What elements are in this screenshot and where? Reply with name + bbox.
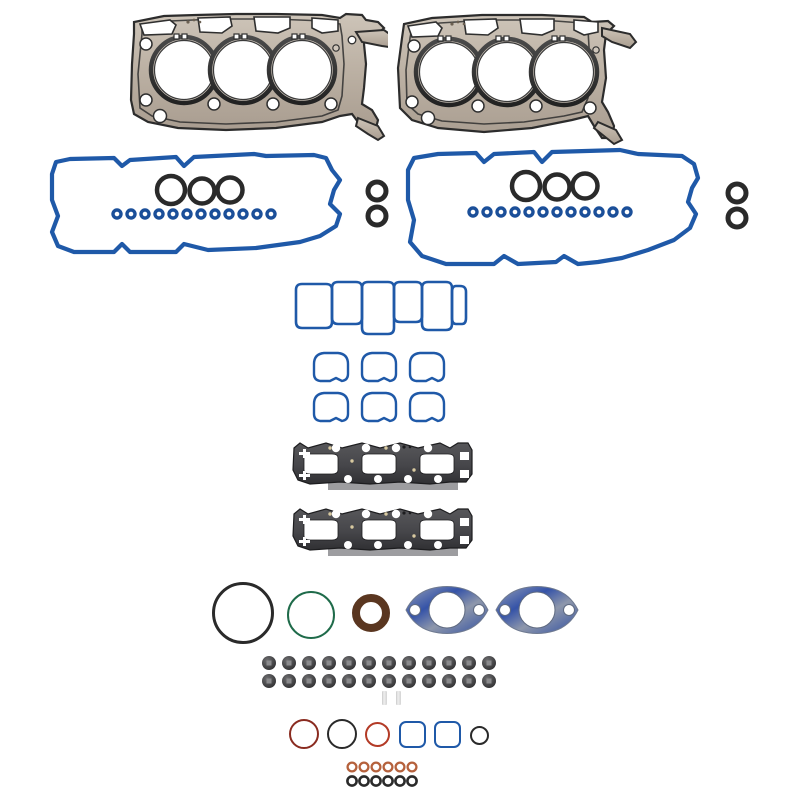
upper-intake-manifold-gasket [290, 278, 468, 336]
blue-square-section-seal-2 [434, 721, 461, 748]
locator-dowel-pin-1 [382, 691, 387, 705]
lower-intake-port-gaskets-row1 [310, 350, 446, 386]
locator-dowel-pin-2 [396, 691, 401, 705]
camshaft-plug-seals-left [362, 178, 394, 236]
valve-cover-gasket-left [44, 148, 364, 276]
blue-square-section-seal-1 [399, 721, 426, 748]
exhaust-manifold-gasket-2 [290, 506, 478, 564]
head-gasket-left [126, 4, 388, 142]
bolt-grommets-left [111, 208, 277, 220]
camshaft-plug-seals-right [722, 180, 754, 238]
dark-red-o-ring [289, 719, 319, 749]
exhaust-flange-gasket-1 [402, 582, 492, 638]
large-black-o-ring [212, 582, 274, 644]
head-gasket-right [392, 4, 640, 146]
spark-plug-tube-seals-left [154, 173, 245, 207]
small-o-rings-copper [346, 761, 418, 773]
valve-stem-seal-row-2 [262, 674, 496, 688]
head-gasket-left-body [129, 12, 388, 142]
bolt-grommets-right [467, 206, 633, 218]
small-o-rings-black [346, 775, 418, 787]
exhaust-flange-gasket-2 [492, 582, 582, 638]
small-black-o-ring [470, 726, 489, 745]
small-o-ring-rows [345, 760, 421, 792]
spark-plug-tube-seals-right [509, 169, 600, 203]
head-gasket-right-body [396, 13, 638, 146]
valve-stem-seal-row-1 [262, 656, 496, 670]
brown-crank-seal [352, 594, 390, 632]
valve-stem-seals [262, 654, 506, 690]
red-o-ring [365, 722, 390, 747]
lower-intake-port-gaskets-row2 [310, 390, 446, 426]
green-o-ring [287, 591, 335, 639]
product-title: Engine Cylinder Head Gasket Set [0, 0, 1, 1]
exhaust-manifold-gasket-1 [290, 440, 478, 498]
black-o-ring [327, 719, 357, 749]
valve-cover-gasket-right [398, 144, 716, 280]
